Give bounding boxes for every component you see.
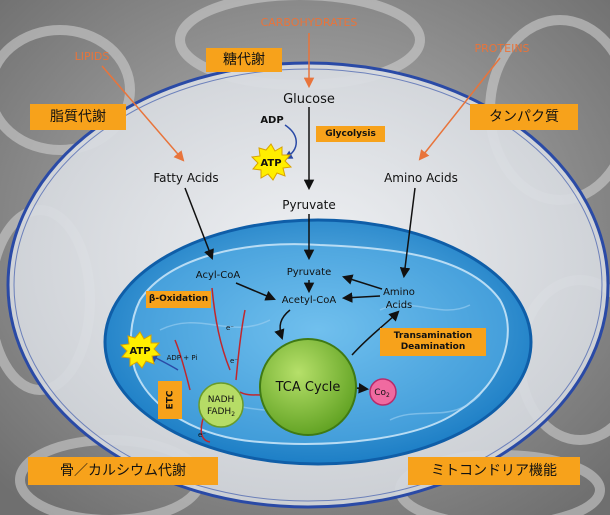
label-electron-3: e⁻ [198, 431, 206, 439]
cell-membrane-inner [13, 68, 603, 502]
atp-top-burst [250, 143, 293, 181]
label-electron-1: e⁻ [226, 324, 234, 332]
label-co2: Co2 [374, 388, 390, 399]
tag-lipid-metabolism: 脂質代謝 [30, 104, 126, 130]
arrow-amino-acetylcoa [341, 292, 381, 303]
arrow-lipids-fattyacids [101, 65, 185, 162]
label-carbohydrates: CARBOHYDRATES [261, 16, 358, 29]
arrow-proteins-aminoacids [418, 57, 501, 161]
label-glucose: Glucose [283, 92, 335, 107]
arrow-tca-amino [351, 310, 400, 356]
arrow-acetylcoa-tca [274, 309, 291, 340]
label-etc: ETC [165, 390, 175, 410]
label-amino-inner-2: Acids [386, 300, 413, 311]
tag-beta-oxidation: β-Oxidation [146, 291, 211, 308]
label-tca-cycle: TCA Cycle [275, 380, 341, 395]
label-fadh-sub: 2 [231, 411, 235, 418]
label-fatty-acids: Fatty Acids [153, 171, 218, 185]
tca-cycle-circle [259, 338, 357, 436]
tag-etc: ETC [158, 381, 182, 419]
arrow-tca-co2 [355, 383, 370, 394]
label-fadh-main: FADH [207, 407, 231, 417]
label-amino-acids: Amino Acids [384, 171, 458, 185]
label-nadh: NADH [208, 395, 235, 405]
tag-transamination-deamination: Transamination Deamination [380, 328, 486, 356]
label-proteins: PROTEINS [474, 42, 529, 55]
arrow-acylcoa-acetylcoa [235, 282, 276, 301]
tag-glycolysis: Glycolysis [316, 126, 385, 142]
arrow-fattyacids-acylcoa [184, 187, 214, 260]
label-atp-left: ATP [129, 346, 150, 357]
label-acyl-coa: Acyl-CoA [196, 270, 241, 281]
tag-mitochondria: ミトコンドリア機能 [408, 457, 580, 485]
label-atp-top: ATP [260, 158, 281, 169]
tag-bone-calcium: 骨／カルシウム代謝 [28, 457, 218, 485]
co2-circle [369, 378, 397, 406]
tag-sugar-metabolism: 糖代謝 [206, 48, 282, 72]
label-adp: ADP [260, 115, 283, 126]
arrow-aminoacids-inner [399, 187, 416, 279]
label-deamination: Deamination [400, 342, 466, 352]
nadh-fadh-circle [198, 382, 244, 428]
label-acetyl-coa: Acetyl-CoA [282, 295, 337, 306]
label-pyruvate: Pyruvate [282, 198, 335, 212]
label-co2-main: Co [374, 388, 386, 398]
label-pyruvate-inner: Pyruvate [287, 267, 332, 278]
atp-left-burst [119, 331, 162, 369]
label-lipids: LIPIDS [75, 50, 110, 63]
cell-membrane [6, 61, 610, 509]
label-amino-inner-1: Amino [383, 287, 415, 298]
label-electron-2: e⁻ [230, 357, 238, 365]
label-transamination: Transamination [393, 331, 473, 342]
tag-protein: タンパク質 [470, 104, 578, 130]
label-adp-pi: ADP + Pi [167, 354, 198, 362]
label-fadh: FADH2 [207, 407, 235, 418]
label-co2-sub: 2 [386, 392, 390, 399]
arrow-amino-pyruvate [341, 274, 383, 290]
